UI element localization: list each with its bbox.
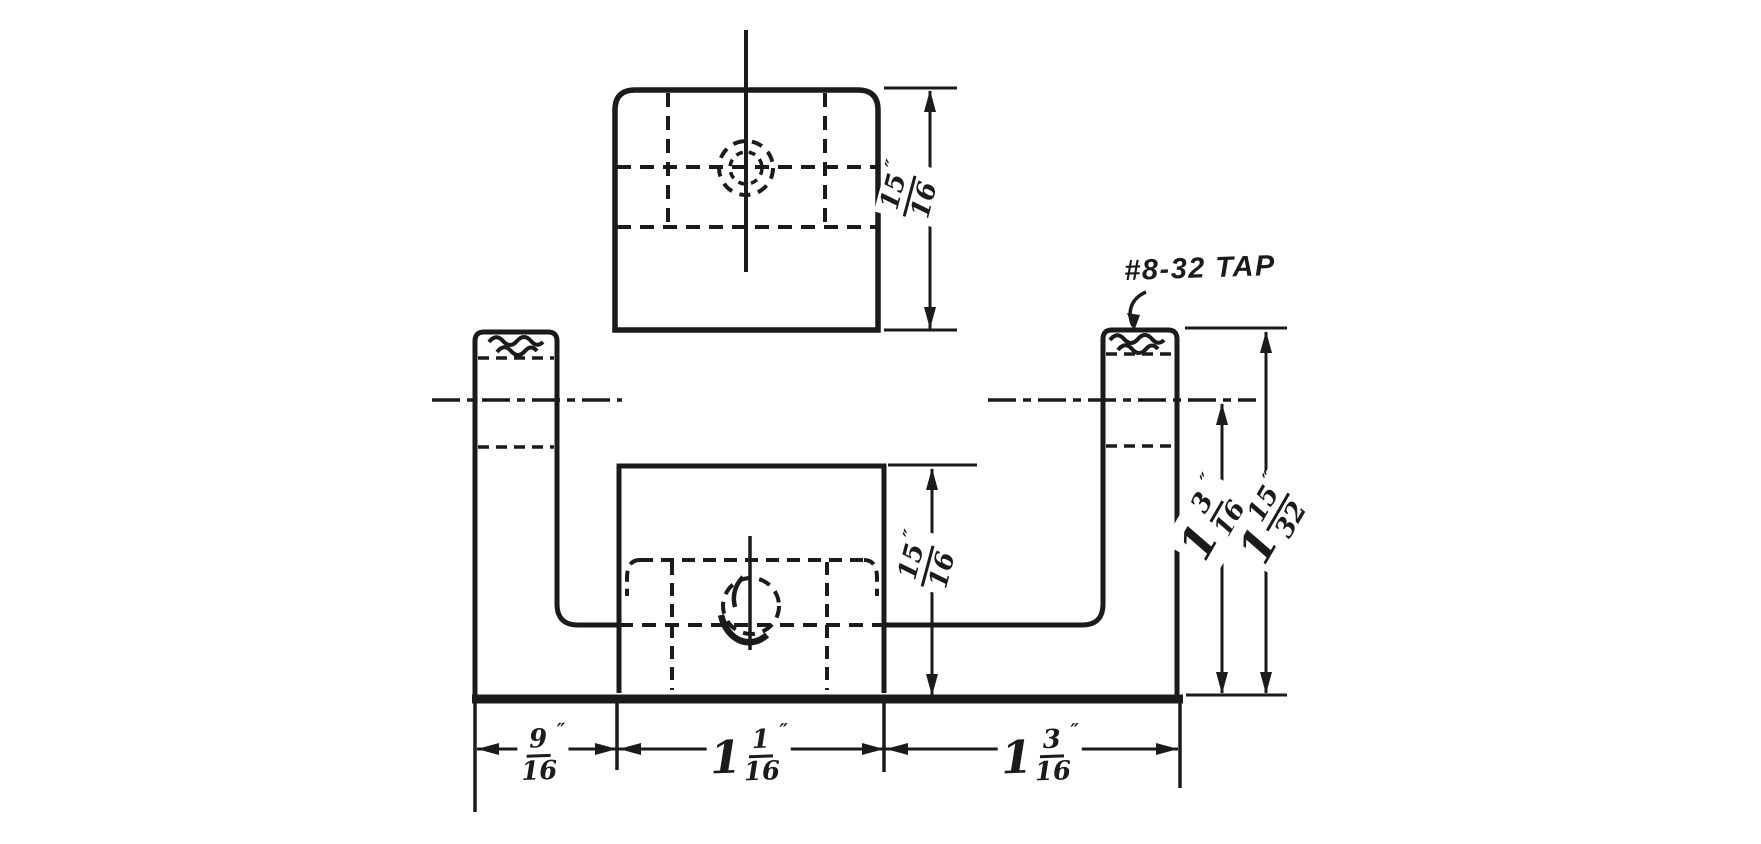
arrowhead	[1156, 743, 1178, 755]
inch-mark: ″	[556, 719, 565, 742]
arrowhead	[1127, 313, 1140, 331]
block-hole-thread-arc	[731, 575, 745, 608]
dim-right-span-width: 1 3 16 ″	[996, 720, 1084, 790]
arrowhead	[862, 743, 884, 755]
inch-mark: ″	[1070, 719, 1079, 743]
block-outline	[616, 463, 887, 693]
left-leg-thread-symbol	[487, 335, 545, 347]
whole-number: 1	[709, 730, 743, 785]
arrowhead	[926, 674, 938, 696]
block-tapped-hole-circle	[721, 576, 781, 636]
left-leg-thread-symbol	[495, 345, 539, 357]
arrowhead	[1216, 403, 1228, 425]
fraction: 3 16	[1034, 724, 1072, 788]
bracket-left-profile	[472, 329, 620, 695]
arrowhead	[924, 307, 936, 329]
top-view	[612, 30, 881, 333]
fraction: 9 16	[520, 724, 558, 788]
arrowhead	[1216, 672, 1228, 694]
bracket-right-profile	[884, 327, 1180, 695]
inch-mark: ″	[779, 719, 788, 743]
arrowhead	[1260, 672, 1272, 694]
block-hole-thread-arc	[717, 614, 770, 646]
arrowhead	[619, 743, 641, 755]
top-view-outline	[612, 87, 881, 333]
arrowhead	[595, 743, 617, 755]
arrowhead	[886, 743, 908, 755]
front-view-block	[616, 463, 887, 693]
fraction: 1 16	[743, 724, 781, 788]
dim-right-side-lines	[1185, 326, 1287, 697]
dim-block-width: 1 1 16 ″	[705, 720, 793, 790]
dim-left-leg-width: 9 16 ″	[516, 719, 570, 788]
tapped-hole-thread-circle	[728, 150, 764, 186]
right-leg-thread-symbol	[1108, 333, 1166, 345]
tap-note-leader	[1127, 290, 1147, 331]
tap-note: #8-32 TAP	[1123, 249, 1277, 288]
right-leg-thread-symbol	[1116, 343, 1160, 355]
whole-number: 1	[1000, 730, 1034, 785]
tapped-hole-circle	[717, 139, 775, 197]
arrowhead	[1260, 331, 1272, 353]
block-hidden-corner	[625, 558, 641, 596]
front-view-bracket	[432, 327, 1256, 704]
arrowhead	[477, 743, 499, 755]
block-hidden-corner	[863, 558, 879, 596]
arrowhead	[924, 90, 936, 112]
arrowhead	[926, 468, 938, 490]
